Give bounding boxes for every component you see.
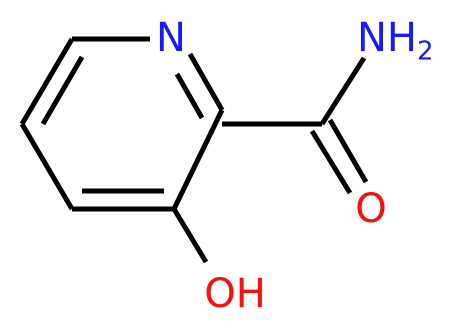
amide-nitrogen-text: NH [357,15,417,61]
bond-carbonyl-o-a [309,129,353,195]
bond-c5-c6 [19,37,75,126]
bond-carbonyl-amide-n [319,56,367,126]
hydroxyl-label: OH [204,271,266,317]
bond-n1-c2-inner [174,72,205,120]
bond-n1-c2 [187,52,225,112]
bond-c3-hydroxyl [171,207,209,264]
ring-nitrogen-label: N [156,15,186,61]
amide-nitrogen-label: NH2 [357,15,434,67]
carbonyl-oxygen-label: O [355,186,386,232]
bond-carbonyl-o-b [327,118,369,184]
bond-c2-c3 [171,108,225,211]
bond-c5-c6-inner [40,55,85,126]
bond-c4-c5 [19,122,75,211]
amide-nitrogen-subscript: 2 [417,37,434,67]
